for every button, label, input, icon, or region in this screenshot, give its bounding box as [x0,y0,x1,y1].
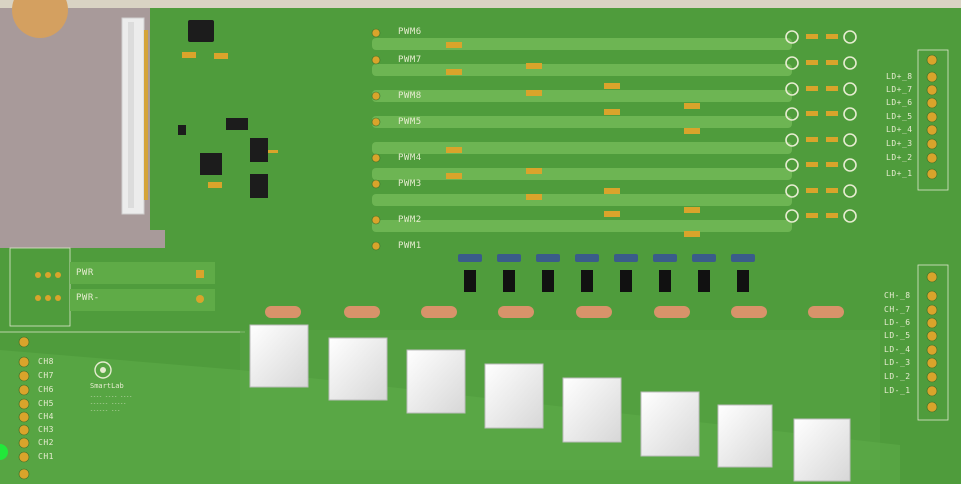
ld-plus-label: LD+_3 [886,139,913,148]
ld-plus-label: LD+_7 [886,85,913,94]
ld-plus-label: LD+_2 [886,153,913,162]
logo-icon [94,361,112,379]
pwm-traces [372,38,792,232]
right-header-pads [926,54,938,413]
ld-minus-label: LD-_4 [884,345,911,354]
ld-minus-label: LD-_3 [884,358,911,367]
pwm-label: PWM2 [398,215,422,225]
power-label: PWR [76,268,94,278]
logo-line: ---- ---- ---- [90,394,133,400]
pwm-label: PWM6 [398,27,422,37]
pwm-label: PWM1 [398,241,422,251]
resistor-row [265,306,844,318]
ld-plus-label: LD+_6 [886,98,913,107]
ic-components [178,20,268,198]
logo-line: ------ ----- [90,401,127,407]
channel-label: CH5 [38,399,54,408]
pwm-label: PWM5 [398,117,422,127]
output-connectors [249,324,851,482]
ld-plus-label: LD+_1 [886,169,913,178]
mosfet-row [458,254,755,292]
logo-line: ------ --- [90,408,121,414]
ld-minus-label: LD-_6 [884,318,911,327]
ld-minus-label: LD-_5 [884,331,911,340]
led-footprints [785,30,857,223]
channel-label: CH3 [38,425,54,434]
pwm-label: PWM8 [398,91,422,101]
ld-plus-label: LD+_4 [886,125,913,134]
pwm-pads [371,28,381,251]
channel-label: CH7 [38,371,54,380]
ld-plus-label: LD+_5 [886,112,913,121]
pwm-label: PWM3 [398,179,422,189]
pwm-label: PWM4 [398,153,422,163]
ld-plus-label: LD+_8 [886,72,913,81]
channel-label: CH1 [38,452,54,461]
pwm-label: PWM7 [398,55,422,65]
ld-minus-label: LD-_2 [884,372,911,381]
channel-label: CH6 [38,385,54,394]
ld-minus-label: CH-_8 [884,291,911,300]
ld-minus-label: LD-_1 [884,386,911,395]
logo-title: SmartLab [90,382,124,390]
left-header-pads [18,336,30,480]
ld-minus-label: CH-_7 [884,305,911,314]
channel-label: CH4 [38,412,54,421]
power-label: PWR- [76,293,100,303]
channel-label: CH8 [38,357,54,366]
channel-label: CH2 [38,438,54,447]
